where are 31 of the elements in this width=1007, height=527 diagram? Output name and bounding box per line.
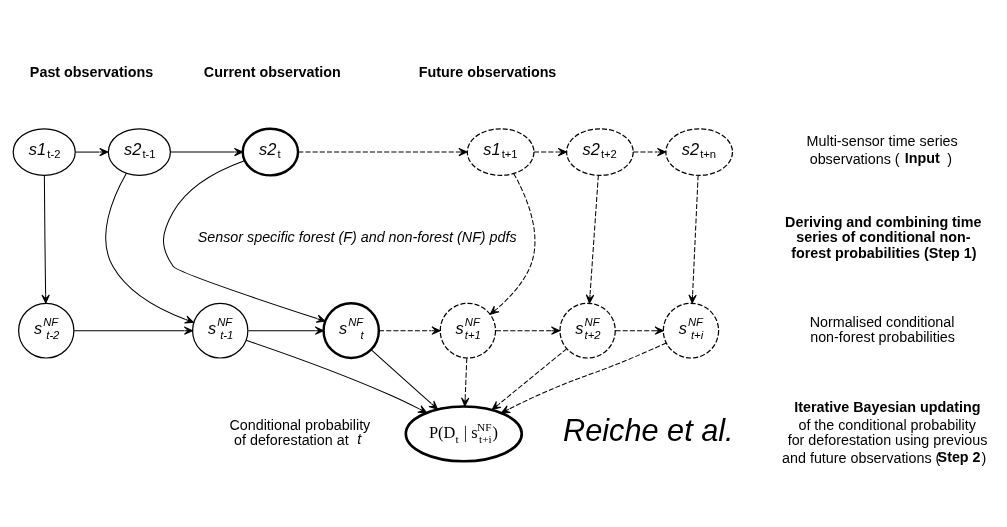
- arrow: [74, 147, 108, 156]
- arrow: [585, 174, 599, 304]
- label: Normalised conditional non-forest probabilities: [809, 313, 955, 345]
- arrow: [247, 325, 324, 335]
- label: Future observations: [418, 63, 556, 80]
- label: Sensor specific forest (F) and non-forest (NF) pdfs: [197, 228, 517, 245]
- arrow: [378, 325, 441, 335]
- arrow: [489, 172, 535, 315]
- arrow: [614, 325, 664, 335]
- arrow: [532, 147, 567, 156]
- arrow: [491, 347, 567, 410]
- arrow: [40, 174, 50, 304]
- arrow: [162, 159, 325, 323]
- label: Current observation: [203, 63, 341, 80]
- arrow: [370, 348, 438, 410]
- arrow: [297, 147, 468, 156]
- arrow: [73, 325, 193, 335]
- arrow: [245, 339, 427, 413]
- label: Past observations: [29, 63, 153, 80]
- arrow: [687, 174, 699, 304]
- label: Conditional probability of deforestation at t: [228, 416, 370, 448]
- arrow: [104, 172, 194, 324]
- arrow: [169, 147, 243, 156]
- label: Deriving and combining time series of conditional non-forest probabilities (Step 1): [784, 213, 982, 261]
- arrow: [632, 147, 666, 156]
- arrow: [460, 357, 469, 407]
- label: Multi-sensor time series observations (Input): [806, 132, 958, 167]
- arrow: [494, 325, 560, 335]
- arrow: [500, 342, 667, 413]
- label: Iterative Bayesian updating of the conditional probability for deforestation using previous and future observations (Step 2): [781, 398, 987, 466]
- label: Reiche et al.: [562, 412, 734, 448]
